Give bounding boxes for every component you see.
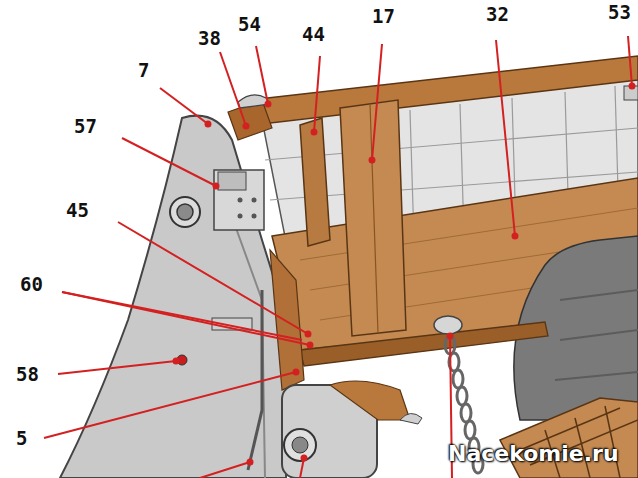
callout-number: 60 xyxy=(18,274,45,295)
callout-number: 53 xyxy=(606,2,633,23)
callout-number: 38 xyxy=(196,28,223,49)
watermark: Nacekomie.ru xyxy=(446,442,621,466)
callout-number: 45 xyxy=(64,200,91,221)
callout-number: 17 xyxy=(370,6,397,27)
callout-number: 58 xyxy=(14,364,41,385)
callout-number: 57 xyxy=(72,116,99,137)
callout-number: 5 xyxy=(14,428,29,449)
callout-number: 32 xyxy=(484,4,511,25)
callout-number: 44 xyxy=(300,24,327,45)
callout-number: 54 xyxy=(236,14,263,35)
callout-number: 7 xyxy=(136,60,151,81)
